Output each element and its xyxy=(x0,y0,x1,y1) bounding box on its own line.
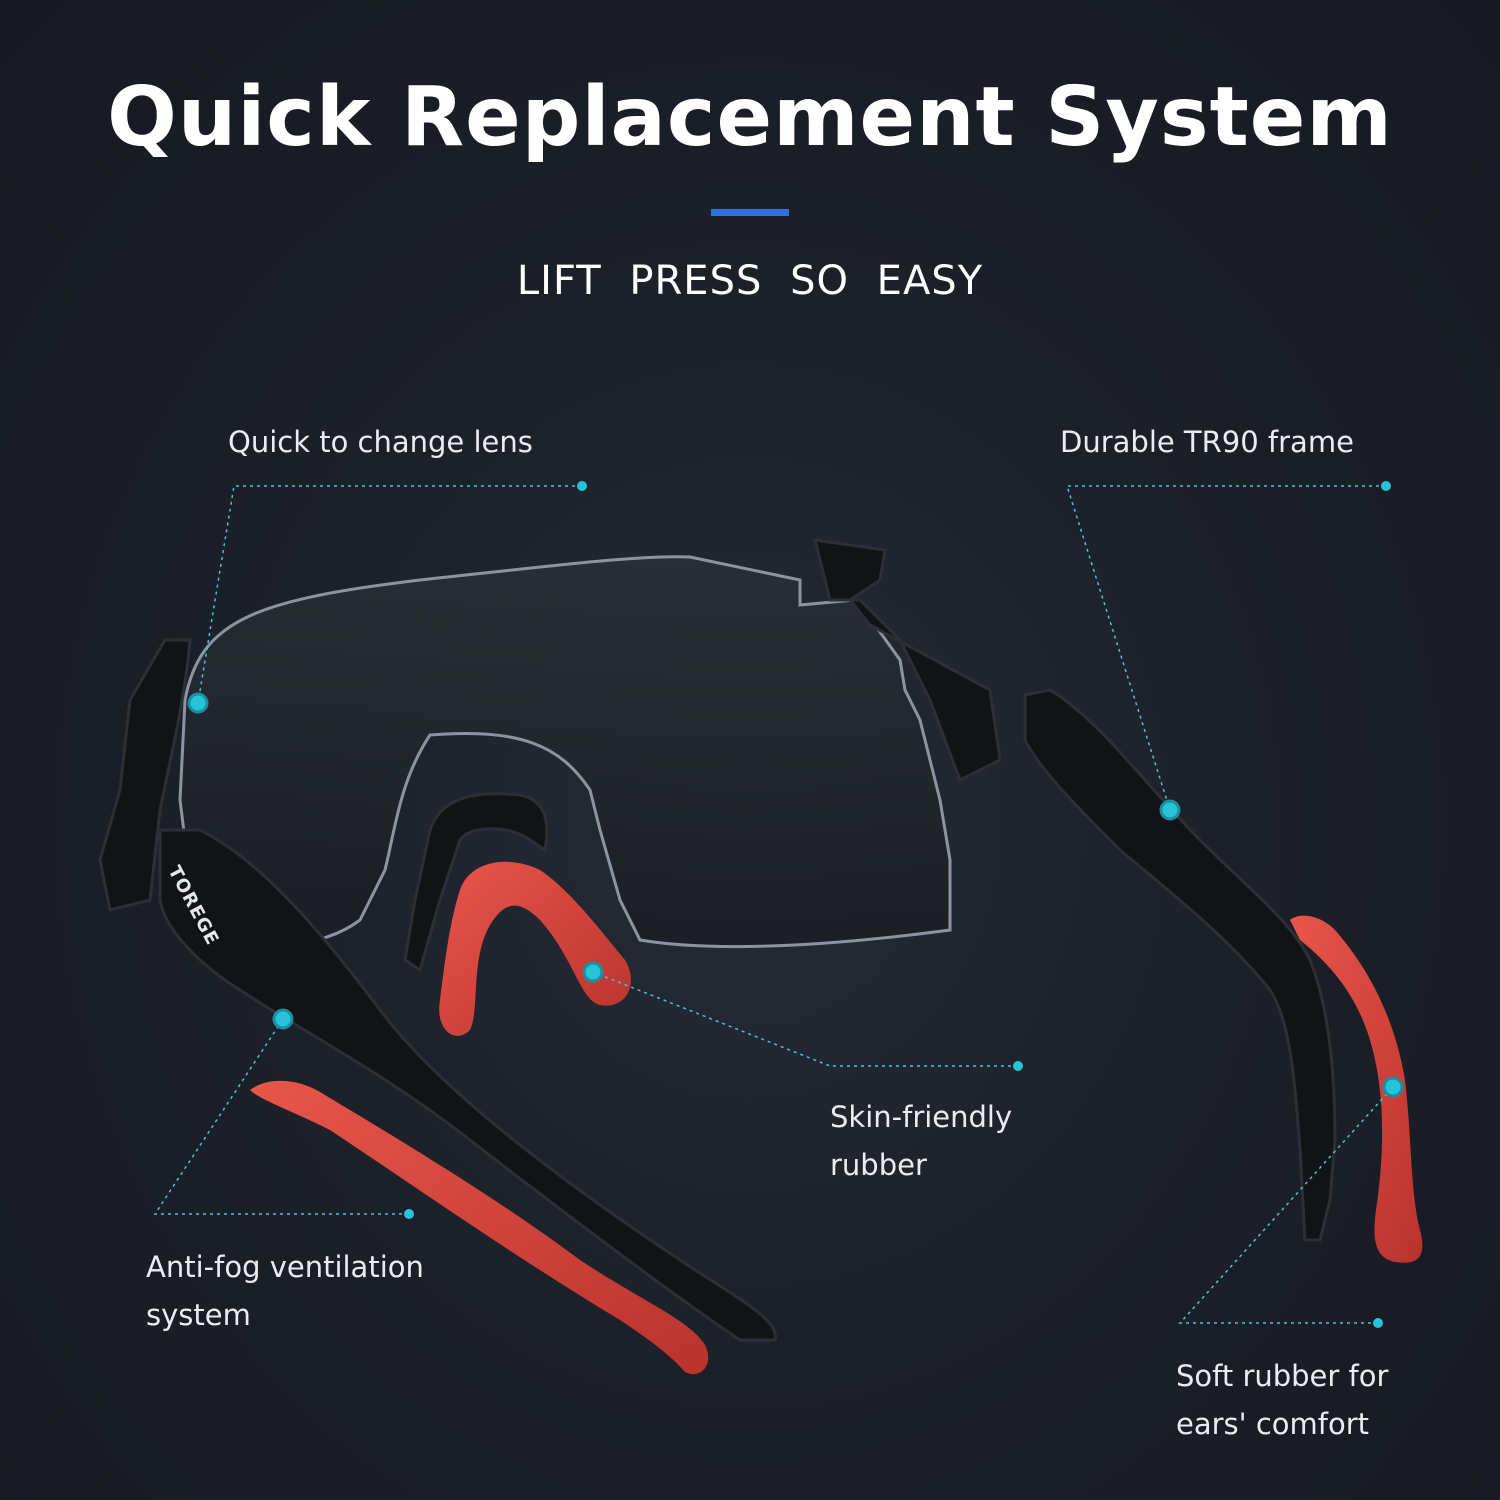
callout-marker-icon xyxy=(1381,481,1391,491)
callout-marker-icon xyxy=(577,481,587,491)
callout-label-nose: Skin-friendly rubber xyxy=(830,1100,1013,1182)
right-temple xyxy=(1023,688,1337,1242)
frame-callout-line xyxy=(1065,485,1386,811)
callout-markers xyxy=(187,481,1404,1328)
left-hinge xyxy=(98,638,192,912)
nose-bridge xyxy=(403,792,549,973)
page-title: Quick Replacement System xyxy=(107,70,1393,165)
lens-shape xyxy=(178,555,952,949)
callout-marker-icon xyxy=(404,1209,414,1219)
callout-lines xyxy=(153,485,1394,1324)
right-hinge xyxy=(813,538,1002,783)
ears-callout-line xyxy=(1178,1086,1394,1324)
callout-label-frame: Durable TR90 frame xyxy=(1060,425,1354,459)
callout-label-ears: Soft rubber for ears' comfort xyxy=(1176,1359,1389,1441)
callout-marker-icon xyxy=(272,1008,294,1030)
title-accent-bar xyxy=(711,209,789,216)
callout-label-lens: Quick to change lens xyxy=(228,425,533,459)
page-subtitle: LIFT PRESS SO EASY xyxy=(516,258,984,304)
left-ear-rubber xyxy=(250,1080,709,1375)
callout-marker-icon xyxy=(1382,1076,1404,1098)
callout-marker-icon xyxy=(187,692,209,714)
left-temple xyxy=(158,828,777,1342)
vent-callout-line xyxy=(153,1018,409,1215)
nose-callout-line xyxy=(592,971,1018,1067)
callout-marker-icon xyxy=(1013,1061,1023,1071)
callout-marker-icon xyxy=(582,961,604,983)
callout-label-vent: Anti-fog ventilation system xyxy=(146,1250,424,1332)
callout-marker-icon xyxy=(1159,799,1181,821)
nose-pad-rubber xyxy=(439,861,631,1036)
callout-marker-icon xyxy=(1373,1318,1383,1328)
right-ear-rubber xyxy=(1290,915,1423,1263)
